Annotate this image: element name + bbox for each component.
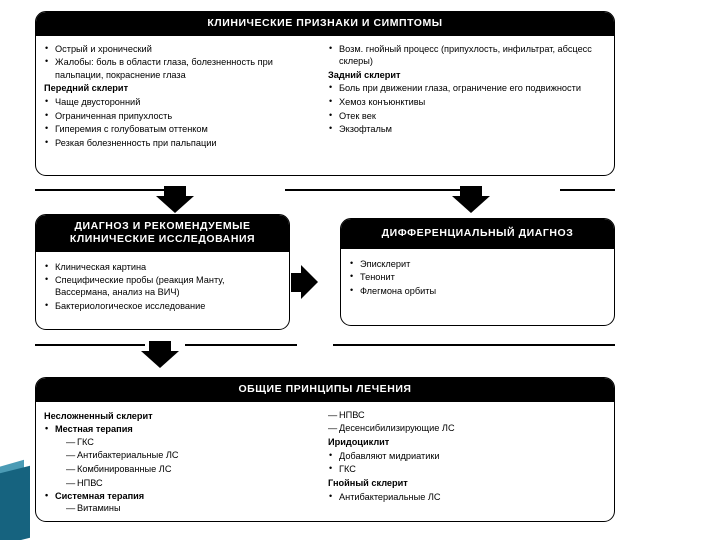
list-item: Бактериологическое исследование <box>44 299 281 312</box>
corner-accent-decoration <box>0 452 30 540</box>
differential-diagnosis-list: Эписклерит Тенонит Флегмона орбиты <box>349 257 606 297</box>
list-item: Возм. гнойный процесс (припухлость, инфи… <box>328 42 606 67</box>
list-item: Флегмона орбиты <box>349 284 606 297</box>
connector-line <box>285 189 475 191</box>
list-item: Комбинированные ЛС <box>66 463 322 475</box>
differential-diagnosis-title: ДИФФЕРЕНЦИАЛЬНЫЙ ДИАГНОЗ <box>341 219 614 249</box>
list-item: НПВС <box>328 409 606 421</box>
list-item: НПВС <box>66 477 322 489</box>
list-item: ГКС <box>328 462 606 475</box>
clinical-signs-left-list: Острый и хронический Жалобы: боль в обла… <box>44 42 322 81</box>
list-item: Десенсибилизирующие ЛС <box>328 422 606 434</box>
diagnosis-title-line-2: КЛИНИЧЕСКИЕ ИССЛЕДОВАНИЯ <box>69 232 256 245</box>
diagnosis-title: ДИАГНОЗ И РЕКОМЕНДУЕМЫЕ КЛИНИЧЕСКИЕ ИССЛ… <box>36 215 289 252</box>
systemic-therapy-label: Системная терапия <box>55 491 145 502</box>
list-item: Тенонит <box>349 270 606 283</box>
posterior-scleritis-list: Боль при движении глаза, ограничение его… <box>328 81 606 135</box>
systemic-therapy-sublist: Витамины <box>55 502 322 514</box>
list-item: Гиперемия с голубоватым оттенком <box>44 122 322 135</box>
list-item: Добавляют мидриатики <box>328 449 606 462</box>
list-item: Антибактериальные ЛС <box>328 490 606 503</box>
arrow-right-icon <box>291 265 319 300</box>
differential-diagnosis-box: ДИФФЕРЕНЦИАЛЬНЫЙ ДИАГНОЗ Эписклерит Тено… <box>340 218 615 326</box>
diagnosis-list: Клиническая картина Специфические пробы … <box>44 260 281 313</box>
list-item: Острый и хронический <box>44 42 322 55</box>
list-item: Специфические пробы (реакция Манту, Васс… <box>44 273 281 298</box>
local-therapy-list: Местная терапия ГКС Антибактериальные ЛС… <box>44 422 322 514</box>
list-item: Резкая болезненность при пальпации <box>44 136 322 149</box>
connector-line <box>560 189 615 191</box>
list-item: Антибактериальные ЛС <box>66 449 322 461</box>
local-therapy-label: Местная терапия <box>55 424 133 435</box>
connector-line <box>185 344 297 346</box>
list-item: Чаще двусторонний <box>44 95 322 108</box>
list-item: Витамины <box>66 502 322 514</box>
treatment-box: ОБЩИЕ ПРИНЦИПЫ ЛЕЧЕНИЯ Несложненный скле… <box>35 377 615 522</box>
clinical-signs-right-column: Возм. гнойный процесс (припухлость, инфи… <box>328 42 606 151</box>
list-item: Системная терапия Витамины <box>44 489 322 514</box>
differential-diagnosis-body: Эписклерит Тенонит Флегмона орбиты <box>341 249 614 305</box>
list-item: Ограниченная припухлость <box>44 108 322 122</box>
list-item: Хемоз конъюнктивы <box>328 95 606 108</box>
treatment-body: Несложненный склерит Местная терапия ГКС… <box>36 402 614 521</box>
uncomplicated-scleritis-subheading: Несложненный склерит <box>44 410 153 421</box>
purulent-scleritis-list: Антибактериальные ЛС <box>328 490 606 503</box>
anterior-scleritis-list: Чаще двусторонний Ограниченная припухлос… <box>44 95 322 149</box>
list-item: Отек век <box>328 108 606 122</box>
purulent-scleritis-subheading: Гнойный склерит <box>328 478 408 488</box>
clinical-signs-title: КЛИНИЧЕСКИЕ ПРИЗНАКИ И СИМПТОМЫ <box>36 12 614 36</box>
clinical-signs-left-column: Острый и хронический Жалобы: боль в обла… <box>44 42 322 151</box>
corner-accent-body <box>0 465 30 540</box>
list-item: Клиническая картина <box>44 260 281 273</box>
connector-line <box>333 344 615 346</box>
iridocyclitis-list: Добавляют мидриатики ГКС <box>328 449 606 476</box>
list-item: ГКС <box>66 436 322 448</box>
treatment-continued-list: НПВС Десенсибилизирующие ЛС <box>328 409 606 435</box>
clinical-signs-right-list: Возм. гнойный процесс (припухлость, инфи… <box>328 42 606 67</box>
list-item: Экзофтальм <box>328 122 606 135</box>
treatment-right-column: НПВС Десенсибилизирующие ЛС Иридоциклит … <box>328 409 606 516</box>
list-item: Жалобы: боль в области глаза, болезненно… <box>44 55 322 80</box>
local-therapy-sublist: ГКС Антибактериальные ЛС Комбинированные… <box>55 436 322 489</box>
clinical-signs-box: КЛИНИЧЕСКИЕ ПРИЗНАКИ И СИМПТОМЫ Острый и… <box>35 11 615 176</box>
list-item: Боль при движении глаза, ограничение его… <box>328 81 606 94</box>
treatment-left-column: Несложненный склерит Местная терапия ГКС… <box>44 409 322 516</box>
connector-line <box>35 344 145 346</box>
connector-line <box>35 189 175 191</box>
list-item: Эписклерит <box>349 257 606 270</box>
posterior-scleritis-subheading: Задний склерит <box>328 69 401 80</box>
diagnosis-title-line-1: ДИАГНОЗ И РЕКОМЕНДУЕМЫЕ <box>74 220 251 232</box>
treatment-title: ОБЩИЕ ПРИНЦИПЫ ЛЕЧЕНИЯ <box>36 378 614 402</box>
diagnosis-body: Клиническая картина Специфические пробы … <box>36 252 289 320</box>
diagnosis-box: ДИАГНОЗ И РЕКОМЕНДУЕМЫЕ КЛИНИЧЕСКИЕ ИССЛ… <box>35 214 290 330</box>
list-item: Местная терапия ГКС Антибактериальные ЛС… <box>44 422 322 489</box>
iridocyclitis-subheading: Иридоциклит <box>328 437 390 448</box>
anterior-scleritis-subheading: Передний склерит <box>44 83 129 94</box>
clinical-signs-body: Острый и хронический Жалобы: боль в обла… <box>36 36 614 157</box>
